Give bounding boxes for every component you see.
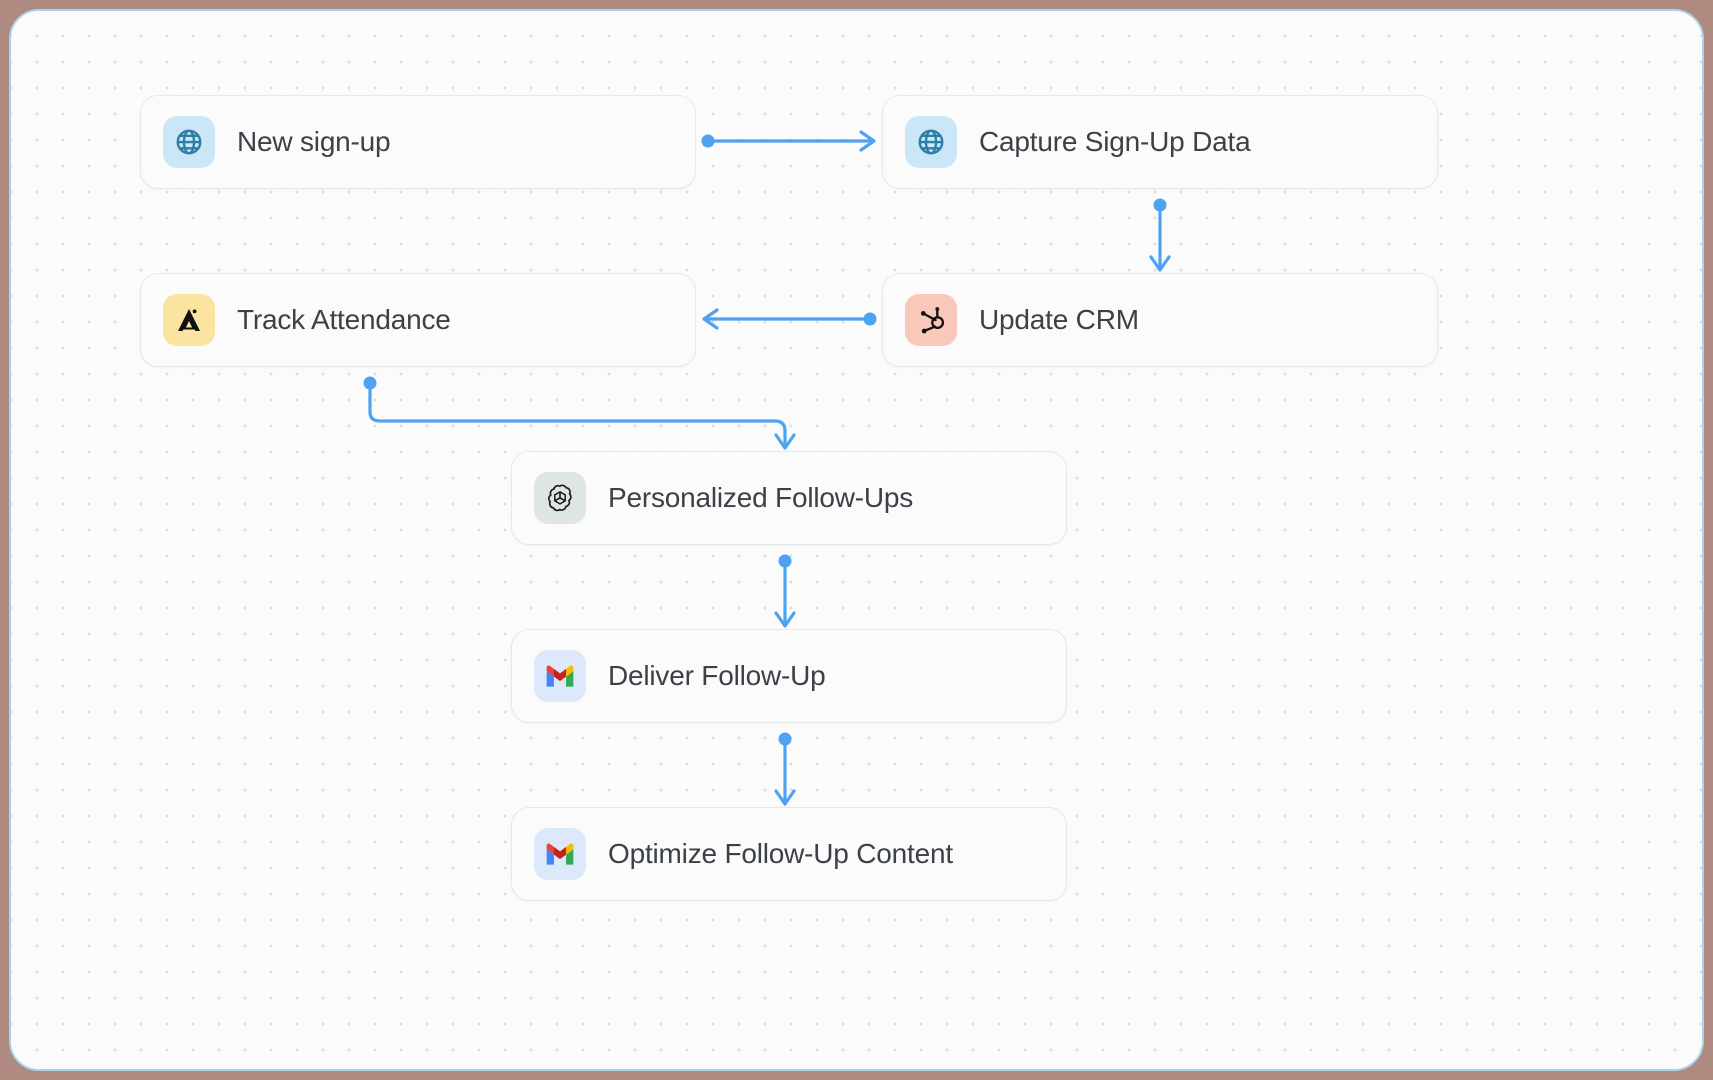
- edge-deliver-to-optimize: [774, 732, 796, 806]
- globe-icon: [905, 116, 957, 168]
- edge-capture-to-update-crm: [1149, 198, 1171, 272]
- node-track-attendance[interactable]: Track Attendance: [140, 273, 696, 367]
- connector-layer: [363, 130, 1171, 806]
- node-label: Update CRM: [979, 304, 1139, 335]
- gmail-icon: [534, 650, 586, 702]
- edge-personalized-to-deliver: [774, 554, 796, 628]
- edge-new-signup-to-capture: [701, 130, 876, 152]
- node-label: Track Attendance: [237, 304, 451, 335]
- node-personalized-follow-ups[interactable]: Personalized Follow-Ups: [511, 451, 1067, 545]
- edge-track-to-personalized: [363, 376, 796, 450]
- node-label: Personalized Follow-Ups: [608, 482, 914, 513]
- gmail-icon: [534, 828, 586, 880]
- edge-update-crm-to-track: [702, 308, 877, 330]
- hubspot-icon: [905, 294, 957, 346]
- amplitude-icon: [163, 294, 215, 346]
- workflow-canvas[interactable]: New sign-up Capture Sign-Up Data Track A…: [9, 9, 1704, 1071]
- globe-icon: [163, 116, 215, 168]
- node-label: Capture Sign-Up Data: [979, 126, 1251, 157]
- openai-icon: [534, 472, 586, 524]
- node-update-crm[interactable]: Update CRM: [882, 273, 1438, 367]
- node-new-signup[interactable]: New sign-up: [140, 95, 696, 189]
- node-optimize-follow-up-content[interactable]: Optimize Follow-Up Content: [511, 807, 1067, 901]
- node-label: Optimize Follow-Up Content: [608, 838, 953, 869]
- node-label: Deliver Follow-Up: [608, 660, 826, 691]
- node-label: New sign-up: [237, 126, 391, 157]
- node-deliver-follow-up[interactable]: Deliver Follow-Up: [511, 629, 1067, 723]
- node-capture-signup-data[interactable]: Capture Sign-Up Data: [882, 95, 1438, 189]
